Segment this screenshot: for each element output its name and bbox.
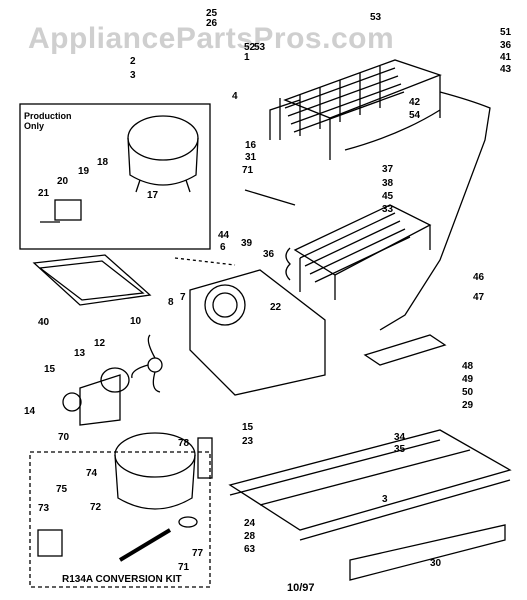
callout-77: 77 xyxy=(192,548,204,559)
callout-31: 31 xyxy=(245,152,257,163)
callout-2: 2 xyxy=(130,56,136,67)
drier-71 xyxy=(118,528,172,562)
callout-19: 19 xyxy=(78,166,90,177)
evaporator-coil xyxy=(285,204,432,300)
callout-3: 3 xyxy=(130,70,136,81)
callout-24: 24 xyxy=(244,518,256,529)
callout-42: 42 xyxy=(409,97,421,108)
drain-trough xyxy=(363,334,447,366)
compressor-kit xyxy=(114,432,213,510)
callout-7: 7 xyxy=(180,292,186,303)
callout-36: 36 xyxy=(263,249,275,260)
condenser-tube xyxy=(379,91,491,331)
base-frame xyxy=(228,429,512,581)
compressor-production xyxy=(127,115,199,193)
callout-43: 43 xyxy=(500,64,512,75)
relay-20 xyxy=(54,199,82,221)
callout-49: 49 xyxy=(462,374,474,385)
callout-6: 6 xyxy=(220,242,226,253)
callout-45: 45 xyxy=(382,191,394,202)
callout-74: 74 xyxy=(86,468,98,479)
callout-18: 18 xyxy=(97,157,109,168)
callout-23: 23 xyxy=(242,436,254,447)
callout-13: 13 xyxy=(74,348,86,359)
fan-motor xyxy=(62,367,130,426)
callout-73: 73 xyxy=(38,503,50,514)
production-box-label: Production Only xyxy=(24,111,72,131)
callout-8: 8 xyxy=(168,297,174,308)
callout-50: 50 xyxy=(462,387,474,398)
callout-36: 36 xyxy=(500,40,512,51)
callout-16: 16 xyxy=(245,140,257,151)
callout-12: 12 xyxy=(94,338,106,349)
callout-39: 39 xyxy=(241,238,253,249)
callout-41: 41 xyxy=(500,52,512,63)
callout-20: 20 xyxy=(57,176,69,187)
callout-22: 22 xyxy=(270,302,282,313)
callout-78: 78 xyxy=(178,438,190,449)
callout-54: 54 xyxy=(409,110,421,121)
date-code: 10/97 xyxy=(287,582,315,594)
callout-37: 37 xyxy=(382,164,394,175)
callout-1: 1 xyxy=(244,52,250,63)
callout-29: 29 xyxy=(462,400,474,411)
callout-47: 47 xyxy=(473,292,485,303)
callout-52: 52 xyxy=(244,42,256,53)
callout-71: 71 xyxy=(242,165,254,176)
callout-28: 28 xyxy=(244,531,256,542)
callout-17: 17 xyxy=(147,190,159,201)
callout-10: 10 xyxy=(130,316,142,327)
callout-72: 72 xyxy=(90,502,102,513)
callout-63: 63 xyxy=(244,544,256,555)
callout-25: 25 xyxy=(206,8,218,19)
callout-48: 48 xyxy=(462,361,474,372)
callout-51: 51 xyxy=(500,27,512,38)
callout-34: 34 xyxy=(394,432,406,443)
callout-38: 38 xyxy=(382,178,394,189)
fan-shroud xyxy=(189,269,326,396)
grommet-77 xyxy=(178,516,198,528)
callout-71: 71 xyxy=(178,562,190,573)
callout-30: 30 xyxy=(430,558,442,569)
callout-40: 40 xyxy=(38,317,50,328)
callout-53: 53 xyxy=(370,12,382,23)
callout-70: 70 xyxy=(58,432,70,443)
callout-15: 15 xyxy=(44,364,56,375)
callout-46: 46 xyxy=(473,272,485,283)
condenser-coil xyxy=(279,59,442,160)
callout-26: 26 xyxy=(206,18,218,29)
callout-35: 35 xyxy=(394,444,406,455)
callout-15: 15 xyxy=(242,422,254,433)
watermark: AppliancePartsPros.com xyxy=(28,22,395,55)
kit-box-frame xyxy=(29,451,211,588)
callout-53: 53 xyxy=(254,42,266,53)
callout-4: 4 xyxy=(232,91,238,102)
callout-44: 44 xyxy=(218,230,230,241)
callout-33: 33 xyxy=(382,204,394,215)
callout-21: 21 xyxy=(38,188,50,199)
production-box-frame xyxy=(19,103,211,250)
tube-16 xyxy=(344,109,441,151)
callout-3: 3 xyxy=(382,494,388,505)
kit-label: R134A CONVERSION KIT xyxy=(62,574,182,585)
drain-pan xyxy=(32,254,152,306)
callout-14: 14 xyxy=(24,406,36,417)
fan-blade xyxy=(131,334,163,393)
callout-75: 75 xyxy=(56,484,68,495)
relay-73 xyxy=(37,529,63,557)
